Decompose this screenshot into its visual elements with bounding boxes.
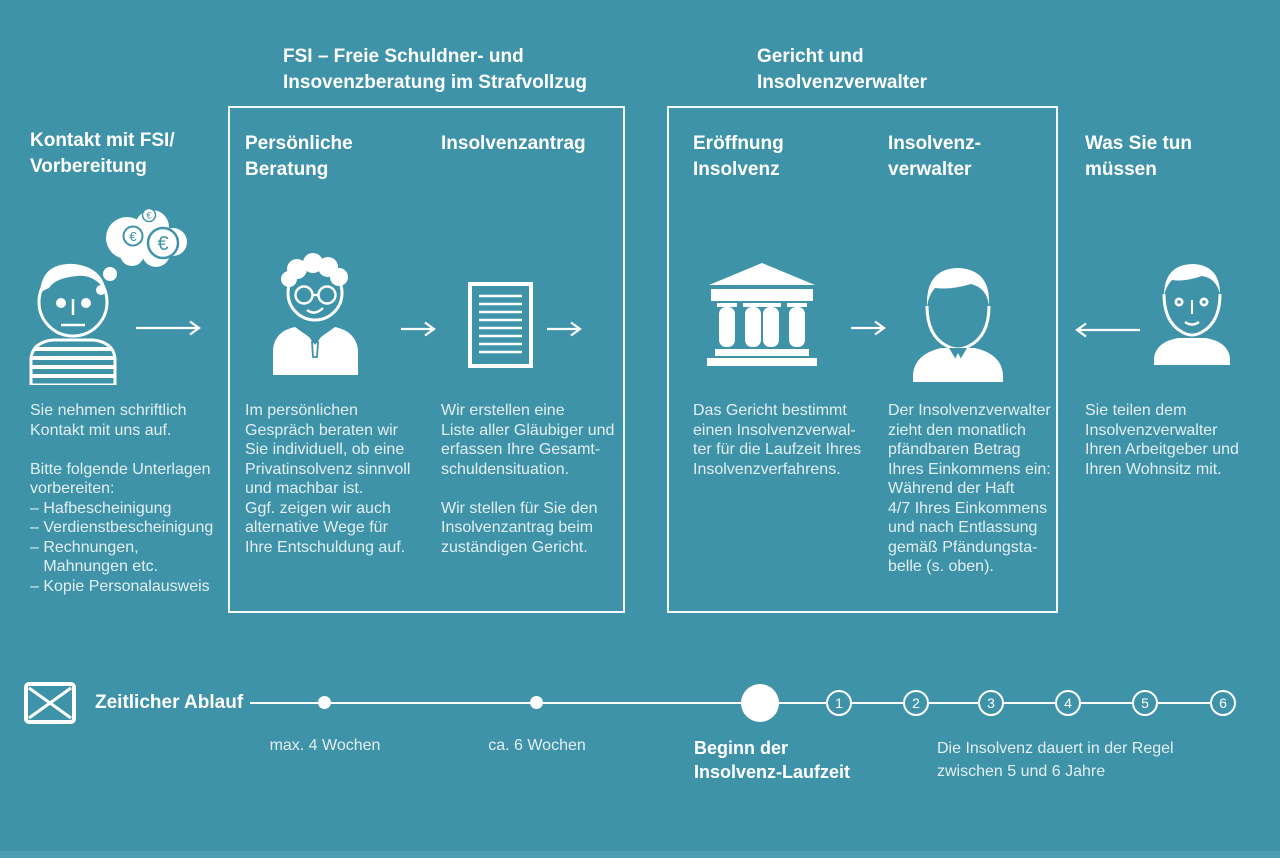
fsi-group-title: FSI – Freie Schuldner- und Insovenzberat… [283,46,588,93]
timeline-label-4weeks: max. 4 Wochen [269,737,381,754]
arrow-right-icon [851,320,886,336]
todo-title: Was Sie tun müssen [1085,133,1192,180]
verwalter-title: Insolvenz- verwalter [888,133,981,180]
eroeffnung-title: Eröffnung Insolvenz [693,133,784,180]
antrag-body: Wir erstellen eine Liste aller Gläubiger… [441,402,615,556]
timeline-dot-4weeks [318,696,331,709]
administrator-icon [913,268,1003,382]
contact-title: Kontakt mit FSI/ Vorbereitung [30,130,175,177]
person-striped-shirt-icon [29,263,117,385]
timeline-year-1: 1 [826,690,852,716]
contact-body: Sie nehmen schriftlich Kontakt mit uns a… [30,402,214,595]
timeline-dot-6weeks [530,696,543,709]
eroeffnung-body: Das Gericht bestimmt einen Insolvenzverw… [693,402,862,478]
envelope-icon [24,682,76,724]
timeline-title: Zeitlicher Ablauf [95,692,244,713]
beratung-body: Im persönlichen Gespräch beraten wir Sie… [245,402,411,556]
thought-bubble-euro-icon: € € € [96,207,187,295]
arrow-right-icon [401,321,436,337]
euro-large-glyph: € [157,233,168,255]
arrow-right-icon [547,321,582,337]
glasses-icon [294,285,337,305]
antrag-title: Insolvenzantrag [441,133,586,154]
timeline-year-5: 5 [1132,690,1158,716]
arrow-left-icon [1075,322,1140,338]
euro-tiny-glyph: € [146,211,151,221]
timeline-start-label: Beginn der Insolvenz-Laufzeit [694,738,851,782]
debtor-person-icon [1154,264,1230,365]
court-building-icon [707,263,817,366]
verwalter-body: Der Insolvenzverwalter zieht den monatli… [888,402,1051,575]
todo-body: Sie teilen dem Insolvenzverwalter Ihren … [1085,402,1239,478]
timeline-year-2: 2 [903,690,929,716]
document-icon [468,282,533,368]
counselor-icon [273,253,358,375]
timeline-line [250,702,1223,704]
timeline-start-dot [741,684,779,722]
thinking-person-icon: € € € [29,207,187,385]
timeline-year-3: 3 [978,690,1004,716]
gericht-group-title: Gericht und Insolvenzverwalter [757,46,928,93]
fsi-box [228,106,625,613]
timeline-duration-note: Die Insolvenz dauert in der Regel zwisch… [937,740,1174,780]
tie-icon [311,341,319,358]
timeline-year-4: 4 [1055,690,1081,716]
timeline-label-6weeks: ca. 6 Wochen [488,737,586,754]
timeline-year-6: 6 [1210,690,1236,716]
beratung-title: Persönliche Beratung [245,133,353,180]
bottom-edge-strip [0,851,1280,858]
tie-icon [952,353,964,382]
euro-small-glyph: € [129,229,137,244]
arrow-right-icon [136,320,201,336]
gericht-box [667,106,1058,613]
